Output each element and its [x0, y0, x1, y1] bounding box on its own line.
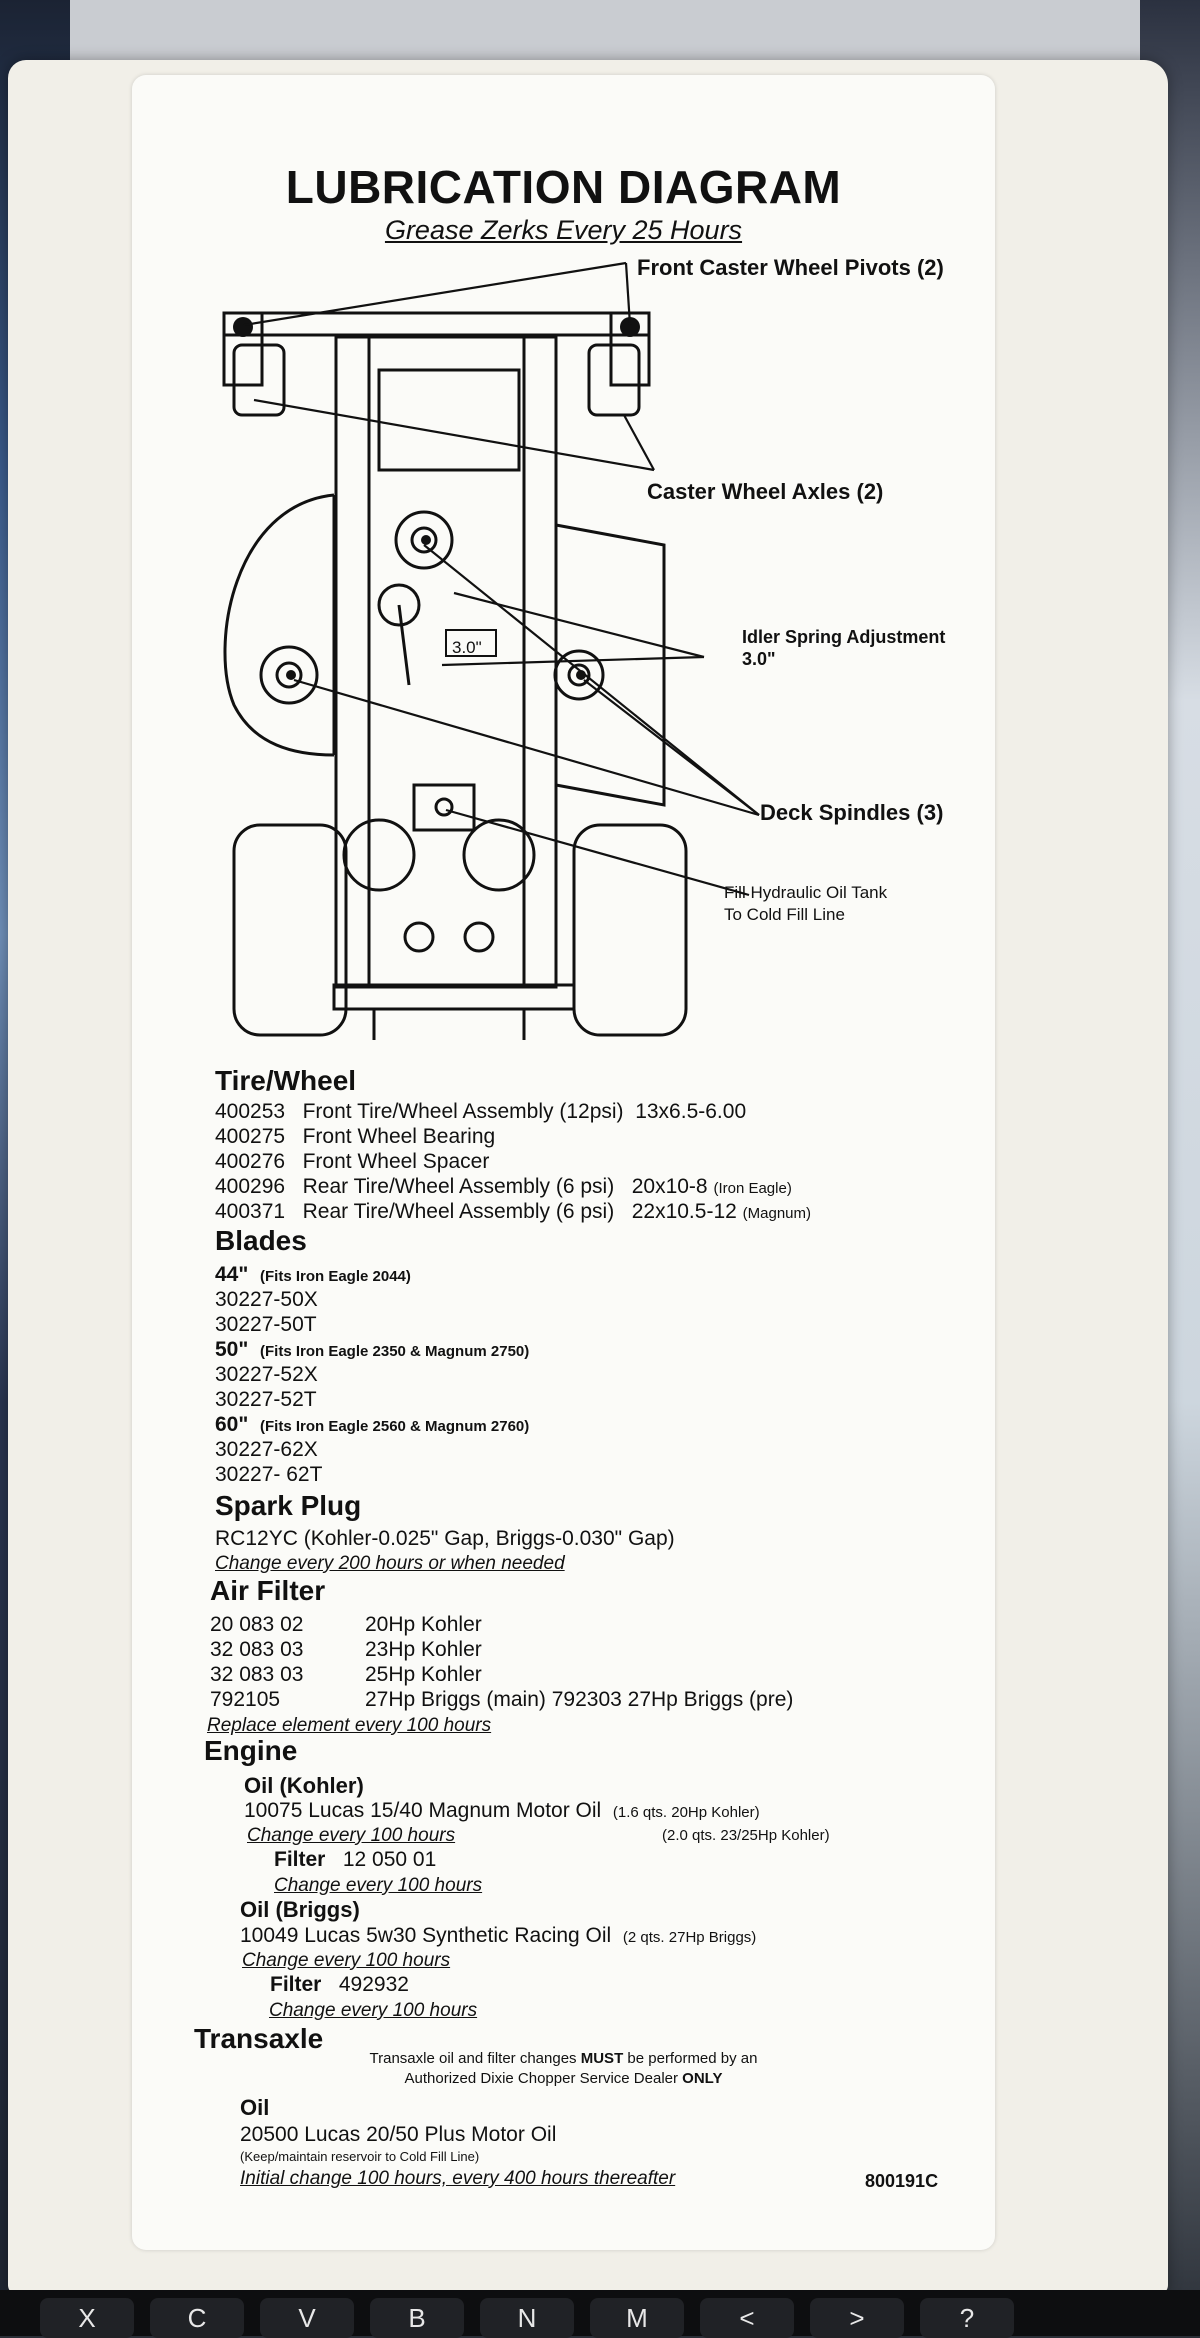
- air-filter-row: 32 083 03: [210, 1638, 304, 1661]
- dimension-label: 3.0": [452, 638, 482, 657]
- air-filter-desc: 20Hp Kohler: [365, 1613, 482, 1636]
- blade-size: 60" (Fits Iron Eagle 2560 & Magnum 2760): [215, 1413, 530, 1436]
- key-v[interactable]: V: [260, 2298, 354, 2338]
- engine-kohler-qty-2: (2.0 qts. 23/25Hp Kohler): [662, 1827, 830, 1844]
- air-filter-desc: 25Hp Kohler: [365, 1663, 482, 1686]
- page-title: LUBRICATION DIAGRAM: [285, 161, 842, 213]
- callout-fill-hydraulic: Fill Hydraulic Oil Tank: [724, 883, 888, 902]
- engine-briggs-oil: 10049 Lucas 5w30 Synthetic Racing Oil (2…: [240, 1924, 757, 1947]
- engine-kohler-change: Change every 100 hours: [247, 1825, 456, 1846]
- callout-idler-spring-value: 3.0": [742, 649, 776, 669]
- blade-part: 30227-50X: [215, 1288, 318, 1311]
- blade-part: 30227-52T: [215, 1388, 317, 1411]
- engine-briggs-filter: Filter 492932: [270, 1973, 409, 1996]
- tire-row: 400371 Rear Tire/Wheel Assembly (6 psi) …: [215, 1200, 812, 1223]
- transaxle-oil: 20500 Lucas 20/50 Plus Motor Oil: [240, 2123, 557, 2146]
- blade-part: 30227-62X: [215, 1438, 318, 1461]
- section-blades: Blades: [215, 1225, 307, 1256]
- air-filter-row: 792105: [210, 1688, 281, 1711]
- section-engine: Engine: [204, 1735, 298, 1766]
- transaxle-oil-note: (Keep/maintain reservoir to Cold Fill Li…: [240, 2149, 480, 2164]
- blade-size: 44" (Fits Iron Eagle 2044): [215, 1263, 411, 1286]
- engine-briggs-heading: Oil (Briggs): [240, 1897, 360, 1922]
- blade-part: 30227-50T: [215, 1313, 317, 1336]
- air-filter-desc: 27Hp Briggs (main) 792303 27Hp Briggs (p…: [365, 1688, 794, 1711]
- section-transaxle: Transaxle: [194, 2023, 324, 2054]
- tire-row: 400275 Front Wheel Bearing: [215, 1125, 496, 1148]
- blade-size: 50" (Fits Iron Eagle 2350 & Magnum 2750): [215, 1338, 530, 1361]
- mower-diagram: [222, 261, 760, 1040]
- lubrication-label: LUBRICATION DIAGRAM Grease Zerks Every 2…: [132, 75, 995, 2250]
- callout-idler-spring: Idler Spring Adjustment: [742, 627, 946, 647]
- section-spark-plug: Spark Plug: [215, 1490, 362, 1521]
- page-subtitle: Grease Zerks Every 25 Hours: [384, 215, 743, 245]
- transaxle-change: Initial change 100 hours, every 400 hour…: [240, 2168, 676, 2189]
- spark-plug-spec: RC12YC (Kohler-0.025" Gap, Briggs-0.030"…: [215, 1527, 675, 1550]
- section-tire-wheel: Tire/Wheel: [215, 1065, 357, 1096]
- key-c[interactable]: C: [150, 2298, 244, 2338]
- transaxle-note: Transaxle oil and filter changes MUST be…: [369, 2050, 758, 2067]
- callout-front-caster-pivots: Front Caster Wheel Pivots (2): [637, 255, 944, 280]
- key-question[interactable]: ?: [920, 2298, 1014, 2338]
- key-b[interactable]: B: [370, 2298, 464, 2338]
- engine-kohler-filter: Filter 12 050 01: [274, 1848, 437, 1871]
- engine-briggs-filter-change: Change every 100 hours: [269, 2000, 478, 2021]
- monitor-bezel: [0, 0, 1200, 60]
- part-number: 800191C: [865, 2171, 939, 2191]
- transaxle-note-2: Authorized Dixie Chopper Service Dealer …: [404, 2070, 723, 2087]
- tire-row: 400296 Rear Tire/Wheel Assembly (6 psi) …: [215, 1175, 792, 1198]
- key-less-than[interactable]: <: [700, 2298, 794, 2338]
- section-air-filter: Air Filter: [210, 1575, 326, 1606]
- engine-kohler-heading: Oil (Kohler): [244, 1773, 364, 1798]
- transaxle-oil-heading: Oil: [240, 2095, 270, 2120]
- tire-row: 400276 Front Wheel Spacer: [215, 1150, 490, 1173]
- air-filter-desc: 23Hp Kohler: [365, 1638, 482, 1661]
- engine-briggs-change: Change every 100 hours: [242, 1950, 451, 1971]
- callout-fill-hydraulic-2: To Cold Fill Line: [724, 905, 845, 924]
- engine-kohler-oil: 10075 Lucas 15/40 Magnum Motor Oil (1.6 …: [244, 1799, 760, 1822]
- key-greater-than[interactable]: >: [810, 2298, 904, 2338]
- blade-part: 30227- 62T: [215, 1463, 323, 1486]
- air-filter-row: 32 083 03: [210, 1663, 304, 1686]
- key-x[interactable]: X: [40, 2298, 134, 2338]
- callout-caster-axles: Caster Wheel Axles (2): [647, 479, 884, 504]
- callout-deck-spindles: Deck Spindles (3): [760, 800, 944, 825]
- tire-row: 400253 Front Tire/Wheel Assembly (12psi)…: [215, 1100, 747, 1123]
- engine-kohler-filter-change: Change every 100 hours: [274, 1875, 483, 1896]
- air-filter-interval: Replace element every 100 hours: [207, 1715, 492, 1736]
- key-m[interactable]: M: [590, 2298, 684, 2338]
- air-filter-row: 20 083 02: [210, 1613, 304, 1636]
- key-n[interactable]: N: [480, 2298, 574, 2338]
- blade-part: 30227-52X: [215, 1363, 318, 1386]
- spark-plug-interval: Change every 200 hours or when needed: [215, 1553, 565, 1574]
